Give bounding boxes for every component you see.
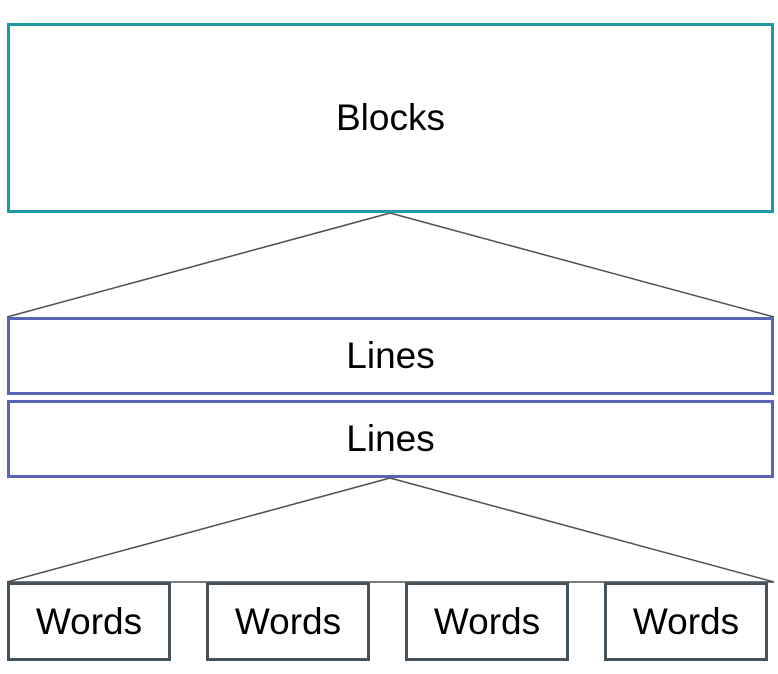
connector-lines-to-words-left <box>6 477 391 583</box>
lines-box-1: Lines <box>7 317 774 395</box>
blocks-label: Blocks <box>336 97 445 138</box>
blocks-box: Blocks <box>7 23 774 213</box>
connector-blocks-to-lines-left <box>6 212 391 318</box>
words-box-2: Words <box>206 582 370 661</box>
connector-blocks-to-lines-right <box>389 212 775 318</box>
lines-label-2: Lines <box>346 418 435 459</box>
words-label-2: Words <box>234 600 342 642</box>
lines-label-1: Lines <box>346 335 435 376</box>
words-box-1: Words <box>7 582 171 661</box>
connector-lines-to-words-right <box>389 477 775 583</box>
words-label-1: Words <box>35 600 143 642</box>
words-box-3: Words <box>405 582 569 661</box>
lines-box-2: Lines <box>7 400 774 478</box>
words-box-4: Words <box>604 582 768 661</box>
words-label-4: Words <box>632 600 740 642</box>
words-label-3: Words <box>433 600 541 642</box>
